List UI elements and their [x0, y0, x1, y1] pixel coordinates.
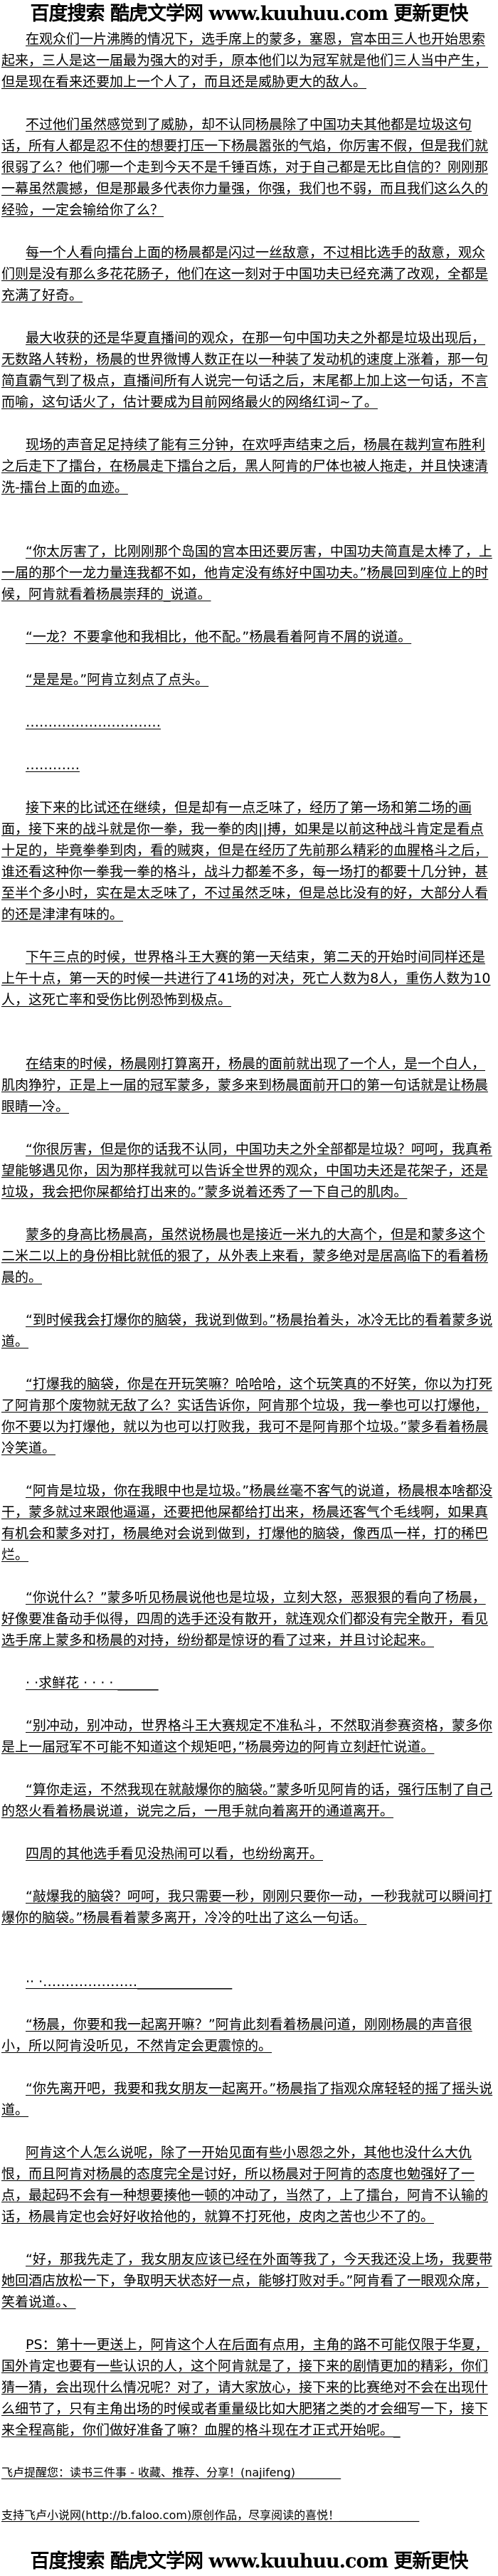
paragraph: 最大收获的还是华夏直播间的观众，在那一句中国功夫之外都是垃圾出现后，无数路人转粉… [1, 330, 489, 410]
chapter-body: 在观众们一片沸腾的情况下，选手席上的蒙多，塞恩，宫本田三人也开始思索起来，三人是… [0, 28, 498, 2526]
paragraph: 在结束的时候，杨晨刚打算离开，杨晨的面前就出现了一个人，是一个白人，肌肉狰狞，正… [1, 1056, 489, 1114]
paragraph: 下午三点的时候，世界格斗王大赛的第一天结束，第二天的开始时间同样还是上午十点，第… [1, 949, 491, 1008]
paragraph: ·· ·…………………______________ [26, 1974, 233, 1990]
paragraph: ………… [26, 757, 80, 773]
paragraph: “别冲动，别冲动，世界格斗王大赛规定不准私斗，不然取消参赛资格，蒙多你是上一届冠… [1, 1718, 492, 1755]
paragraph: 四周的其他选手看见没热闹可以看，也纷纷离开。 [26, 1846, 324, 1862]
paragraph: “杨晨，你要和我一起离开嘛？”阿肯此刻看着杨晨问道，刚刚杨晨的声音很小，所以阿肯… [1, 2017, 472, 2054]
paragraph: 蒙多的身高比杨晨高，虽然说杨晨也是接近一米九的大高个，但是和蒙多这个二米二以上的… [1, 1227, 489, 1285]
site-logo-banner: 百度搜索 酷虎文学网 www.kuuhuu.com 更新更快 [30, 3, 469, 25]
paragraph: 每一个人看向擂台上面的杨晨都是闪过一丝敌意，不过相比选手的敌意，观众们则是没有那… [1, 245, 489, 303]
paragraph: “好，那我先走了，我女朋友应该已经在外面等我了，今天我还没上场，我要带她回酒店放… [1, 2252, 492, 2310]
paragraph: “你说什么？”蒙多听见杨晨说他也是垃圾，立刻大怒，恶狠狠的看向了杨晨，好像要准备… [1, 1590, 489, 1648]
paragraph: “你太厉害了，比刚刚那个岛国的宫本田还要厉害，中国功夫简直是太棒了，上一届的那个… [1, 544, 492, 602]
paragraph: ………………………… [26, 714, 161, 730]
paragraph: 不过他们虽然感觉到了威胁，却不认同杨晨除了中国功夫其他都是垃圾这句话，所有人都是… [1, 117, 489, 218]
paragraph: “敲爆我的脑袋？呵呵，我只需要一秒，刚刚只要你一动，一秒我就可以瞬间打爆你的脑袋… [1, 1889, 492, 1926]
paragraph: “阿肯是垃圾，你在我眼中也是垃圾。”杨晨丝毫不客气的说道，杨晨根本啥都没干，蒙多… [1, 1483, 493, 1563]
paragraph: 在观众们一片沸腾的情况下，选手席上的蒙多，塞恩，宫本田三人也开始思索起来，三人是… [1, 31, 489, 90]
paragraph: “打爆我的脑袋，你是在开玩笑嘛？哈哈哈，这个玩笑真的不好笑，你以为打死了阿肯那个… [1, 1376, 492, 1456]
paragraph: PS：第十一更送上，阿肯这个人在后面有点用，主角的路不可能仅限于华夏，国外肯定也… [1, 2337, 489, 2438]
paragraph: · ·求鲜花 · · · · ______ [26, 1675, 159, 1691]
paragraph: “你先离开吧，我要和我女朋友一起离开。”杨晨指了指观众席轻轻的摇了摇头说道。 [1, 2081, 493, 2118]
paragraph: “是是是。”阿肯立刻点了点头。 [26, 672, 209, 687]
paragraph: “到时候我会打爆你的脑袋，我说到做到。”杨晨抬着头，冰冷无比的看着蒙多说道。 [1, 1312, 493, 1349]
footer-note: 支持飞卢小说网(http://b.faloo.com)原创作品，尽享阅读的喜悦！… [1, 2508, 420, 2522]
paragraph: “一龙？不要拿他和我相比，他不配。”杨晨看着阿肯不屑的说道。 [26, 629, 412, 645]
footer-note: 飞卢提醒您：读书三件事 - 收藏、推荐、分享！(najifeng)_______… [1, 2466, 341, 2479]
paragraph: 接下来的比试还在继续，但是却有一点乏味了，经历了第一场和第二场的画面，接下来的战… [1, 800, 489, 922]
site-logo-banner-footer: 百度搜索 酷虎文学网 www.kuuhuu.com 更新更快 [30, 2550, 469, 2572]
paragraph: “算你走运，不然我现在就敲爆你的脑袋。”蒙多听见阿肯的话，强行压制了自己的怒火看… [1, 1782, 493, 1819]
paragraph: 现场的声音足足持续了能有三分钟，在欢呼声结束之后，杨晨在裁判宣布胜利之后走下了擂… [1, 437, 489, 495]
paragraph: “你很厉害，但是你的话我不认同，中国功夫之外全部都是垃圾？呵呵，我真希望能够遇见… [1, 1141, 492, 1200]
paragraph: 阿肯这个人怎么说呢，除了一开始见面有些小恩怨之外，其他也没什么大仇恨，而且阿肯对… [1, 2145, 489, 2224]
